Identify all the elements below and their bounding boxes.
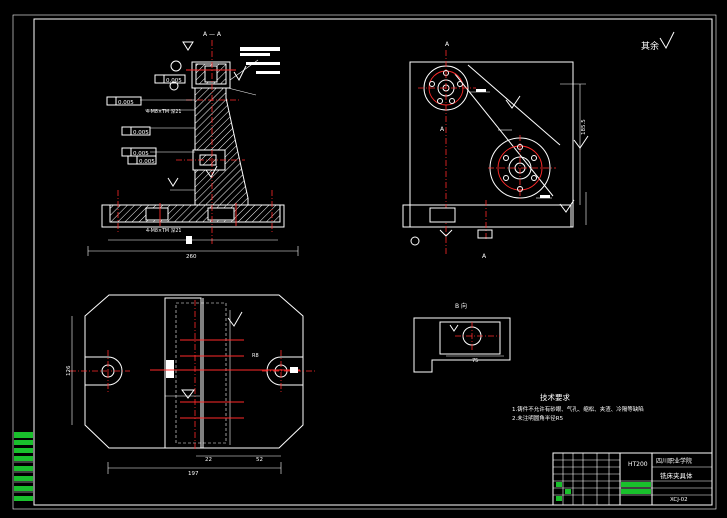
svg-text:4-M8×TM 深21: 4-M8×TM 深21 [146, 108, 182, 115]
datum-circle-icon [410, 236, 420, 246]
datum-triangle-icon [439, 229, 453, 237]
svg-text:260: 260 [186, 254, 197, 260]
title-drawing-no: XCJ-02 [670, 497, 688, 503]
datum-circle-icon [169, 81, 179, 91]
svg-text:75: 75 [472, 358, 478, 364]
tolerance-frame-1: 0.005 [106, 96, 142, 106]
front-section-view: A — A 0.005 [87, 31, 299, 260]
tolerance-frame-5: 0.005 [154, 74, 186, 84]
svg-text:0.005: 0.005 [133, 130, 149, 136]
svg-text:126: 126 [66, 365, 72, 376]
tech-req-item-1: 1.铸件不允许有砂眼、气孔、缩松、夹渣、冷隔等缺陷 [512, 405, 644, 413]
svg-text:R8: R8 [252, 353, 259, 359]
svg-text:185.5: 185.5 [581, 119, 587, 135]
svg-text:0.005: 0.005 [166, 78, 182, 84]
svg-text:B 向: B 向 [455, 302, 467, 310]
title-material: HT200 [628, 461, 648, 468]
view-b: B 向 75 [413, 302, 511, 373]
svg-text:0.005: 0.005 [133, 151, 149, 157]
tech-req-item-2: 2.未注明圆角半径R5 [512, 414, 564, 422]
svg-text:4-M8×TM 深21: 4-M8×TM 深21 [146, 227, 182, 234]
roughness-note: 其余 [641, 31, 675, 52]
left-side-stamp [14, 432, 33, 501]
tolerance-frame-2: 0.005 [121, 126, 151, 136]
inner-frame [33, 18, 713, 506]
svg-text:A: A [445, 41, 450, 48]
svg-text:52: 52 [256, 457, 263, 463]
svg-text:197: 197 [188, 471, 199, 477]
datum-circle-icon [170, 60, 182, 72]
svg-text:22: 22 [205, 457, 212, 463]
roughness-note-text: 其余 [641, 40, 659, 52]
technical-requirements: 技术要求 1.铸件不允许有砂眼、气孔、缩松、夹渣、冷隔等缺陷 2.未注明圆角半径… [512, 392, 644, 422]
roughness-symbol-icon [227, 311, 243, 327]
tolerance-frame-4: 0.005 [127, 155, 157, 165]
roughness-symbol-icon [167, 177, 179, 187]
roughness-symbol-icon [449, 324, 459, 332]
roughness-symbol-icon [233, 65, 247, 82]
side-view: A A A [402, 41, 589, 260]
roughness-symbol-icon [505, 95, 521, 109]
svg-text:A: A [440, 126, 445, 133]
tech-req-title: 技术要求 [540, 392, 570, 402]
title-block: HT200 四川职业学院 铣床夹具体 XCJ-02 [552, 452, 713, 506]
plan-view: R8 126 197 22 52 [66, 294, 316, 477]
svg-text:A: A [482, 253, 487, 260]
roughness-symbol-icon [659, 31, 675, 50]
roughness-symbol-icon [205, 165, 218, 178]
title-part-name: 铣床夹具体 [660, 471, 693, 480]
section-label-a-a: A — A [203, 31, 222, 38]
svg-text:0.005: 0.005 [118, 100, 134, 106]
svg-text:0.005: 0.005 [139, 159, 155, 165]
datum-triangle-icon [182, 41, 194, 51]
roughness-symbol-icon [573, 135, 589, 149]
roughness-symbol-icon [559, 199, 575, 213]
datum-triangle-icon [181, 389, 195, 399]
title-school: 四川职业学院 [656, 457, 692, 465]
outer-frame [12, 14, 717, 510]
title-block-grid [553, 453, 712, 505]
